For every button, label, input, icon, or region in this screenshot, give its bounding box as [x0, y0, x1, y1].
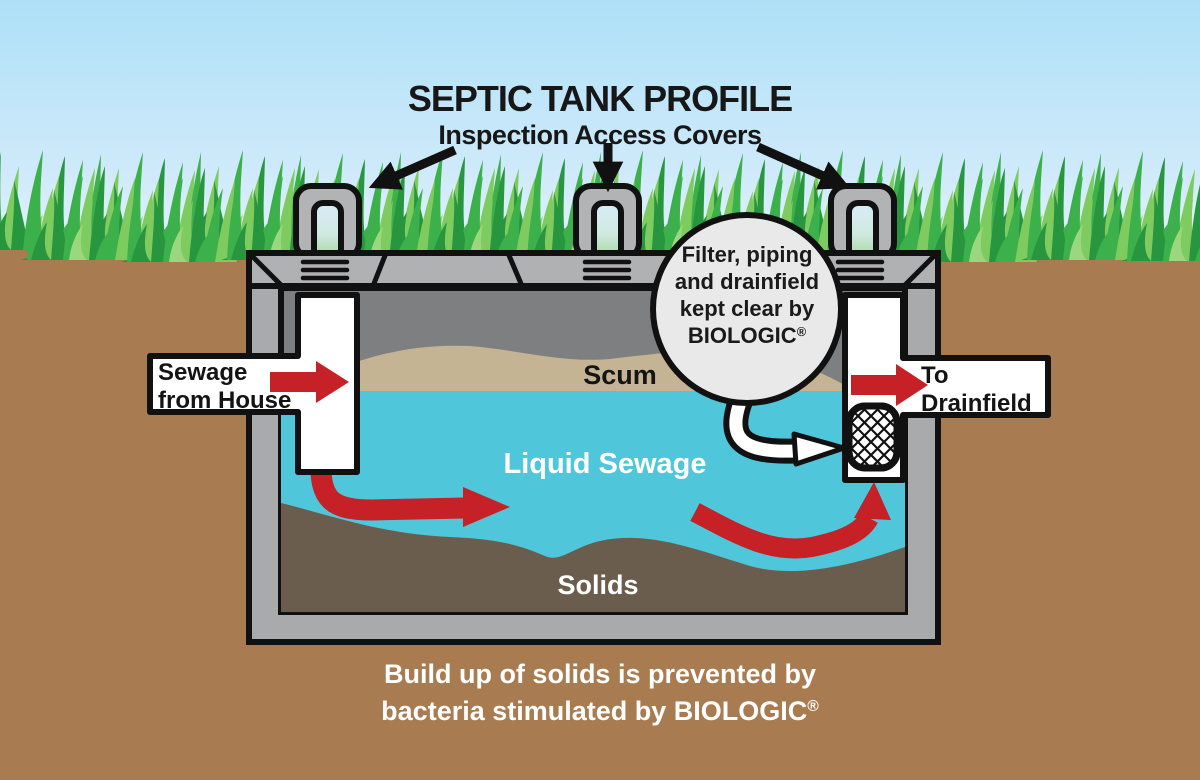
outlet-label-line1: To	[921, 362, 949, 389]
handle-left	[296, 186, 359, 261]
handle-right	[831, 186, 894, 261]
callout-line4: BIOLOGIC®	[687, 323, 807, 348]
callout-tail	[723, 392, 847, 467]
handle-middle	[576, 186, 639, 261]
effluent-filter	[845, 402, 901, 472]
liquid-label: Liquid Sewage	[503, 448, 707, 480]
callout-line2: and drainfield	[674, 269, 820, 294]
inlet-label-line2: from House	[158, 387, 292, 414]
inlet-label-line1: Sewage	[158, 359, 248, 386]
diagram-subtitle: Inspection Access Covers	[438, 120, 762, 150]
outlet-label-line2: Drainfield	[921, 390, 1032, 417]
flow-arrow-right	[690, 482, 891, 559]
bottom-caption: Build up of solids is prevented by bacte…	[300, 656, 900, 734]
solids-layer	[281, 503, 905, 612]
scum-label: Scum	[583, 360, 657, 390]
outlet-label: To Drainfield	[921, 362, 1032, 418]
callout-line3: kept clear by	[679, 296, 815, 321]
pointer-arrow-left	[368, 145, 457, 190]
callout-bubble	[650, 212, 844, 406]
callout-line1: Filter, piping	[681, 242, 813, 267]
diagram-title: SEPTIC TANK PROFILE	[407, 78, 793, 119]
caption-line1: Build up of solids is prevented by	[383, 659, 817, 689]
inlet-label: Sewage from House	[158, 359, 291, 415]
flow-arrow-outlet	[851, 364, 928, 406]
inlet-pipe	[147, 292, 360, 475]
callout-text: Filter, piping and drainfield kept clear…	[658, 241, 836, 352]
pointer-arrow-right	[756, 142, 851, 190]
solids-label: Solids	[557, 570, 639, 600]
cover-vent-slits	[300, 259, 885, 281]
pointer-arrows	[368, 142, 851, 193]
caption-line2: bacteria stimulated by BIOLOGIC®	[381, 696, 819, 726]
flow-arrow-inlet	[270, 361, 349, 403]
